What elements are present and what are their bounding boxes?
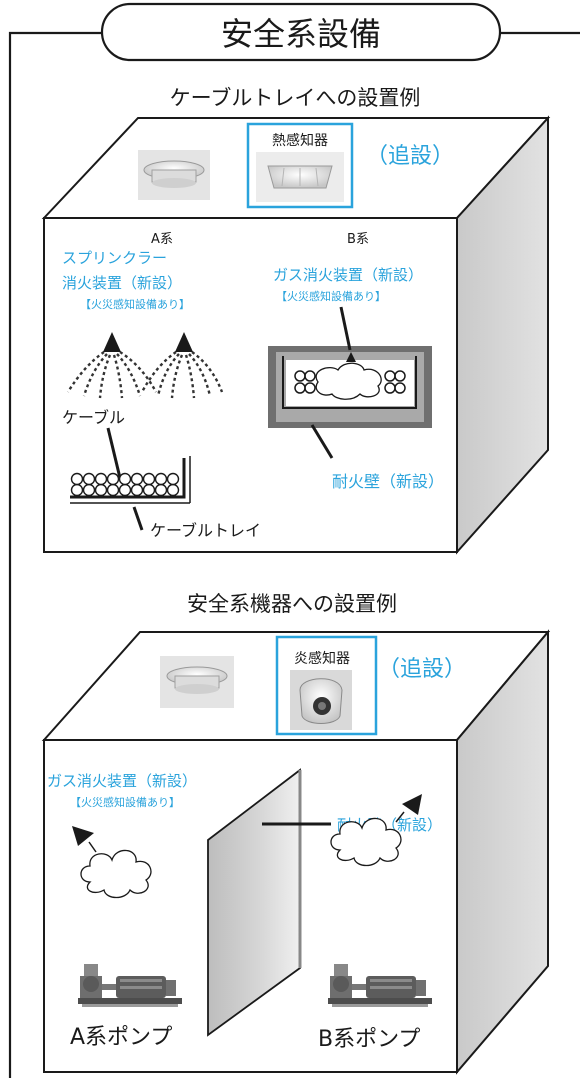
pump-b-label: B系ポンプ xyxy=(318,1027,420,1052)
smoke-detector-icon-2 xyxy=(160,656,234,708)
heat-detector-label: 熱感知器 xyxy=(272,132,328,149)
gas-nozzle-right-icon xyxy=(330,794,422,867)
sprinkler-heads-icon xyxy=(66,332,224,399)
gas-extinguisher-label-2: ガス消火装置（新設） xyxy=(47,772,197,790)
cable-tray-label: ケーブルトレイ xyxy=(150,521,261,540)
heat-detector-icon xyxy=(256,152,344,202)
sprinkler-label-line1: スプリンクラー xyxy=(62,249,167,267)
gas-extinguisher-label-1: ガス消火装置（新設） xyxy=(273,266,423,284)
gas-leader-line-1 xyxy=(339,306,352,351)
gas-extinguisher-enclosure xyxy=(268,346,432,428)
gas-detection-note-2: 【火災感知設備あり】 xyxy=(70,795,180,809)
pump-a-label: A系ポンプ xyxy=(70,1025,172,1050)
heat-detector-highlight: 熱感知器 xyxy=(246,122,354,209)
firewall-label-1: 耐火壁（新設） xyxy=(332,472,444,491)
train-b-label: B系 xyxy=(347,232,369,247)
sprinkler-label-line2: 消火装置（新設） xyxy=(62,274,182,292)
added-label-1: （追設） xyxy=(366,144,454,169)
sprinkler-detection-note: 【火災感知設備あり】 xyxy=(80,297,190,311)
outer-frame xyxy=(8,31,580,1078)
cable-label: ケーブル xyxy=(62,408,125,427)
flame-detector-icon xyxy=(290,670,352,730)
flame-detector-highlight: 炎感知器 xyxy=(275,635,378,736)
flame-detector-label: 炎感知器 xyxy=(294,650,350,667)
cable-leader-line xyxy=(106,427,122,479)
added-label-2: （追設） xyxy=(378,657,466,682)
page-title: 安全系設備 xyxy=(221,15,381,53)
train-a-label: A系 xyxy=(151,232,173,247)
section-equipment-title: 安全系機器への設置例 xyxy=(187,592,397,616)
smoke-detector-icon xyxy=(138,150,210,200)
header-badge: 安全系設備 xyxy=(100,2,502,62)
tray-leader-line xyxy=(132,506,144,531)
fire-wall-panel xyxy=(207,768,302,1037)
firewall-leader-line-1 xyxy=(310,424,334,459)
cable-tray-icon xyxy=(70,456,191,504)
gas-detection-note-1: 【火災感知設備あり】 xyxy=(276,289,386,303)
gas-nozzle-left-icon xyxy=(72,826,152,899)
section-cable-title: ケーブルトレイへの設置例 xyxy=(170,86,421,110)
